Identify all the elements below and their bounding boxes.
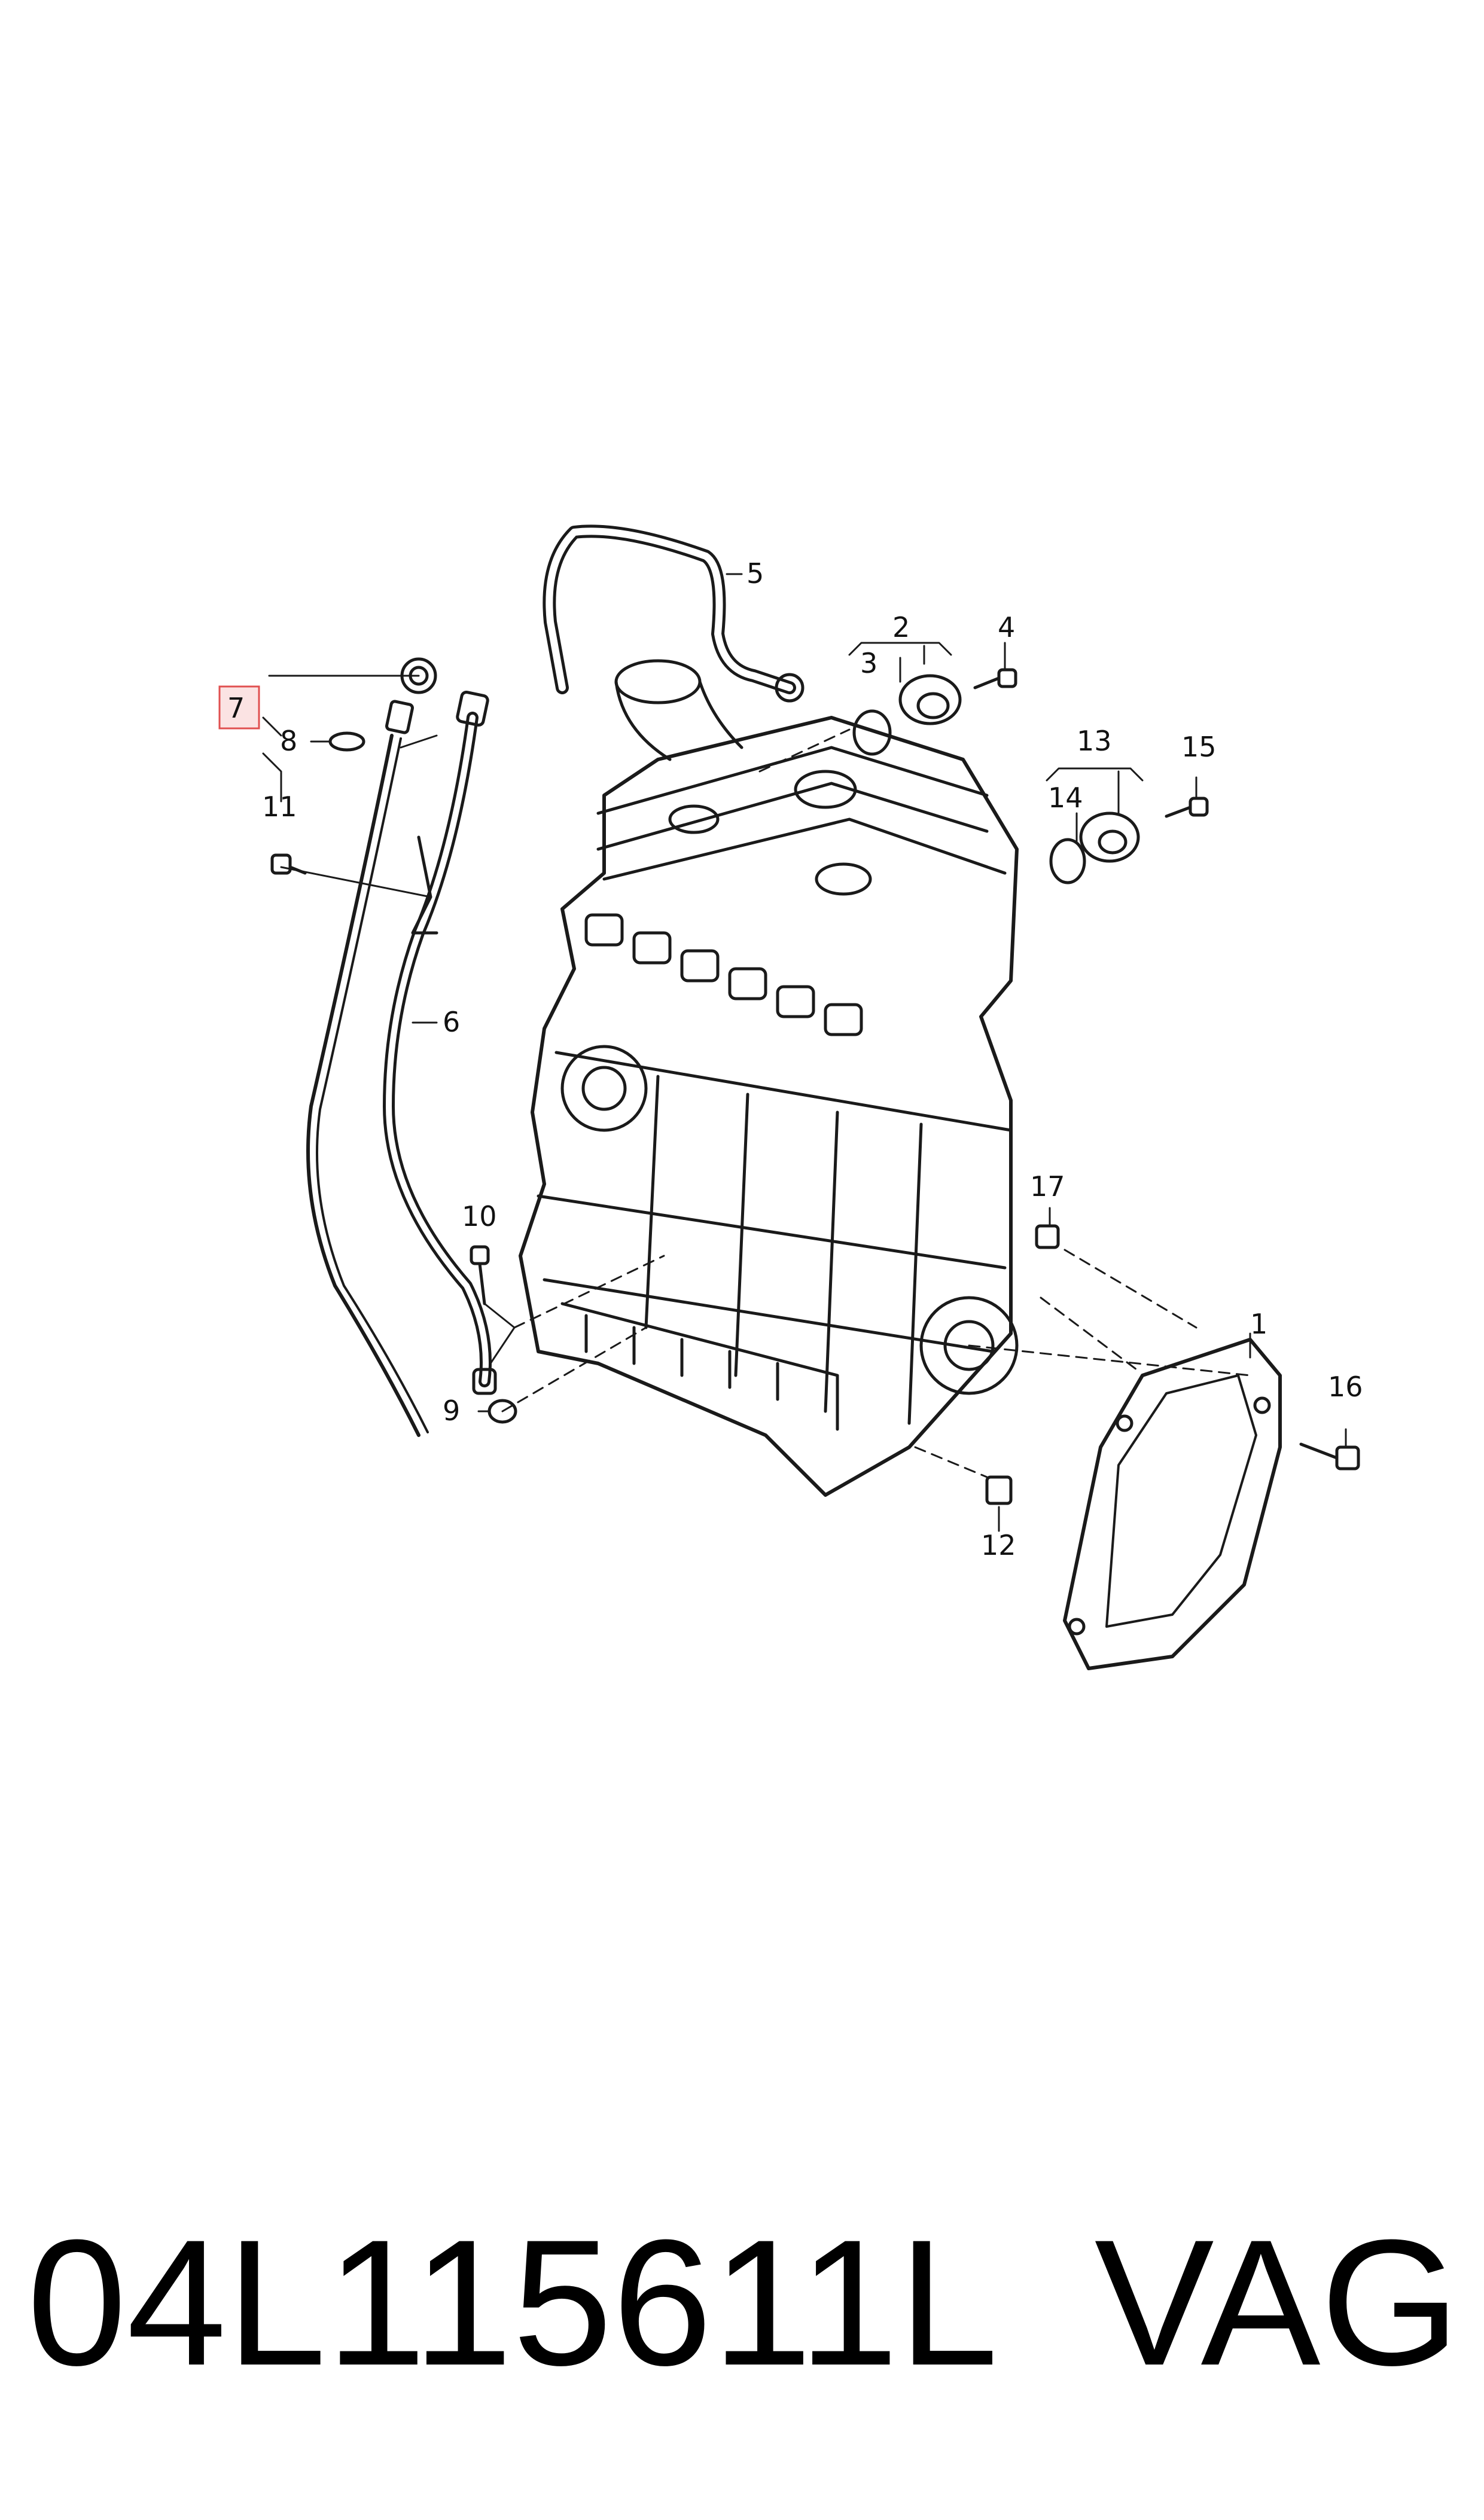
dipstick-guide-tube [383, 690, 497, 1395]
assembly-dash-lines [501, 728, 1251, 1478]
bolt-15 [1165, 797, 1209, 818]
cover-plate-1 [1063, 1338, 1282, 1670]
callout-2: 2 [892, 611, 910, 643]
flange-2 [898, 674, 962, 725]
callout-17: 17 [1030, 1170, 1065, 1203]
callout-1: 1 [1250, 1308, 1267, 1340]
breather-hose [543, 524, 805, 703]
callout-15: 15 [1181, 731, 1217, 763]
flange-13 [1079, 811, 1140, 863]
callout-6: 6 [443, 1006, 460, 1038]
callout-10: 10 [462, 1200, 497, 1232]
nut-17 [1035, 1224, 1060, 1249]
oil-filler-neck [614, 659, 743, 761]
callout-9: 9 [443, 1395, 460, 1427]
part-number-text: 04L115611L [27, 2202, 998, 2403]
callout-16: 16 [1328, 1371, 1363, 1403]
callout-14: 14 [1048, 782, 1083, 814]
dipstick [306, 657, 437, 1437]
brand-text: VAG [1094, 2202, 1460, 2403]
bolt-10 [470, 1245, 490, 1305]
bolt-16 [1299, 1442, 1360, 1470]
o-ring-8 [328, 731, 365, 752]
callout-5: 5 [746, 557, 764, 590]
callout-8: 8 [280, 725, 297, 757]
callout-4: 4 [998, 611, 1015, 643]
bolt-4 [973, 668, 1017, 690]
engine-block [519, 716, 1019, 1497]
callout-13: 13 [1077, 725, 1112, 757]
leader-lines [262, 573, 1347, 1532]
o-ring-3 [852, 709, 892, 756]
highlight-box [218, 685, 260, 730]
dowel-12 [985, 1475, 1013, 1505]
o-ring-14 [1049, 838, 1086, 884]
callout-3: 3 [860, 647, 877, 679]
intake-ports [584, 913, 863, 1036]
callout-7: 7 [227, 692, 245, 724]
callout-11: 11 [262, 791, 297, 823]
callout-12: 12 [981, 1529, 1016, 1561]
